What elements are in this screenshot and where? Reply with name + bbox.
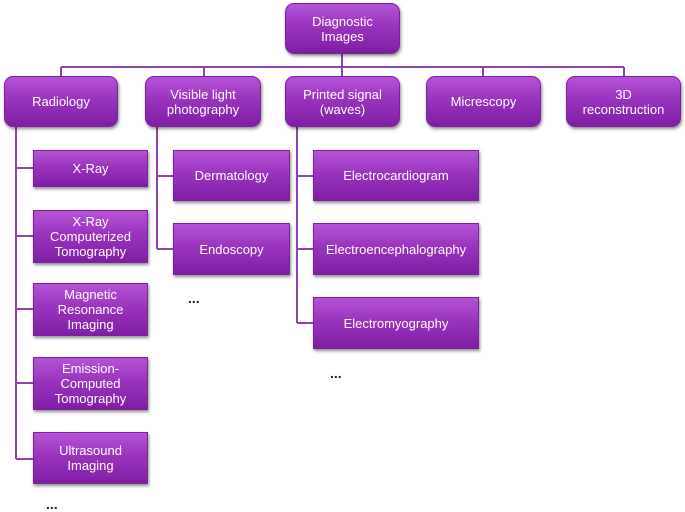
leaf-endoscopy: Endoscopy bbox=[173, 223, 290, 275]
ellipsis-signal: ... bbox=[330, 365, 342, 381]
leaf-ultrasound-imaging: Ultrasound Imaging bbox=[33, 432, 148, 484]
leaf-electroencephalography: Electroencephalography bbox=[313, 223, 479, 275]
root-node-diagnostic-images: Diagnostic Images bbox=[285, 3, 400, 54]
category-3d-reconstruction: 3D reconstruction bbox=[566, 76, 681, 127]
leaf-dermatology: Dermatology bbox=[173, 150, 290, 201]
ellipsis-radiology: ... bbox=[46, 496, 58, 512]
leaf-x-ray-computerized-tomography: X-Ray Computerized Tomography bbox=[33, 210, 148, 263]
category-visible-light-photography: Visible light photography bbox=[145, 76, 261, 127]
ellipsis-photography: ... bbox=[188, 290, 200, 306]
leaf-x-ray: X-Ray bbox=[33, 150, 148, 187]
leaf-magnetic-resonance-imaging: Magnetic Resonance Imaging bbox=[33, 283, 148, 336]
category-microscopy: Micrescopy bbox=[426, 76, 541, 127]
leaf-electrocardiogram: Electrocardiogram bbox=[313, 150, 479, 201]
leaf-electromyography: Electromyography bbox=[313, 297, 479, 349]
category-radiology: Radiology bbox=[4, 76, 118, 127]
category-printed-signal: Printed signal (waves) bbox=[285, 76, 400, 127]
leaf-emission-computed-tomography: Emission- Computed Tomography bbox=[33, 357, 148, 410]
